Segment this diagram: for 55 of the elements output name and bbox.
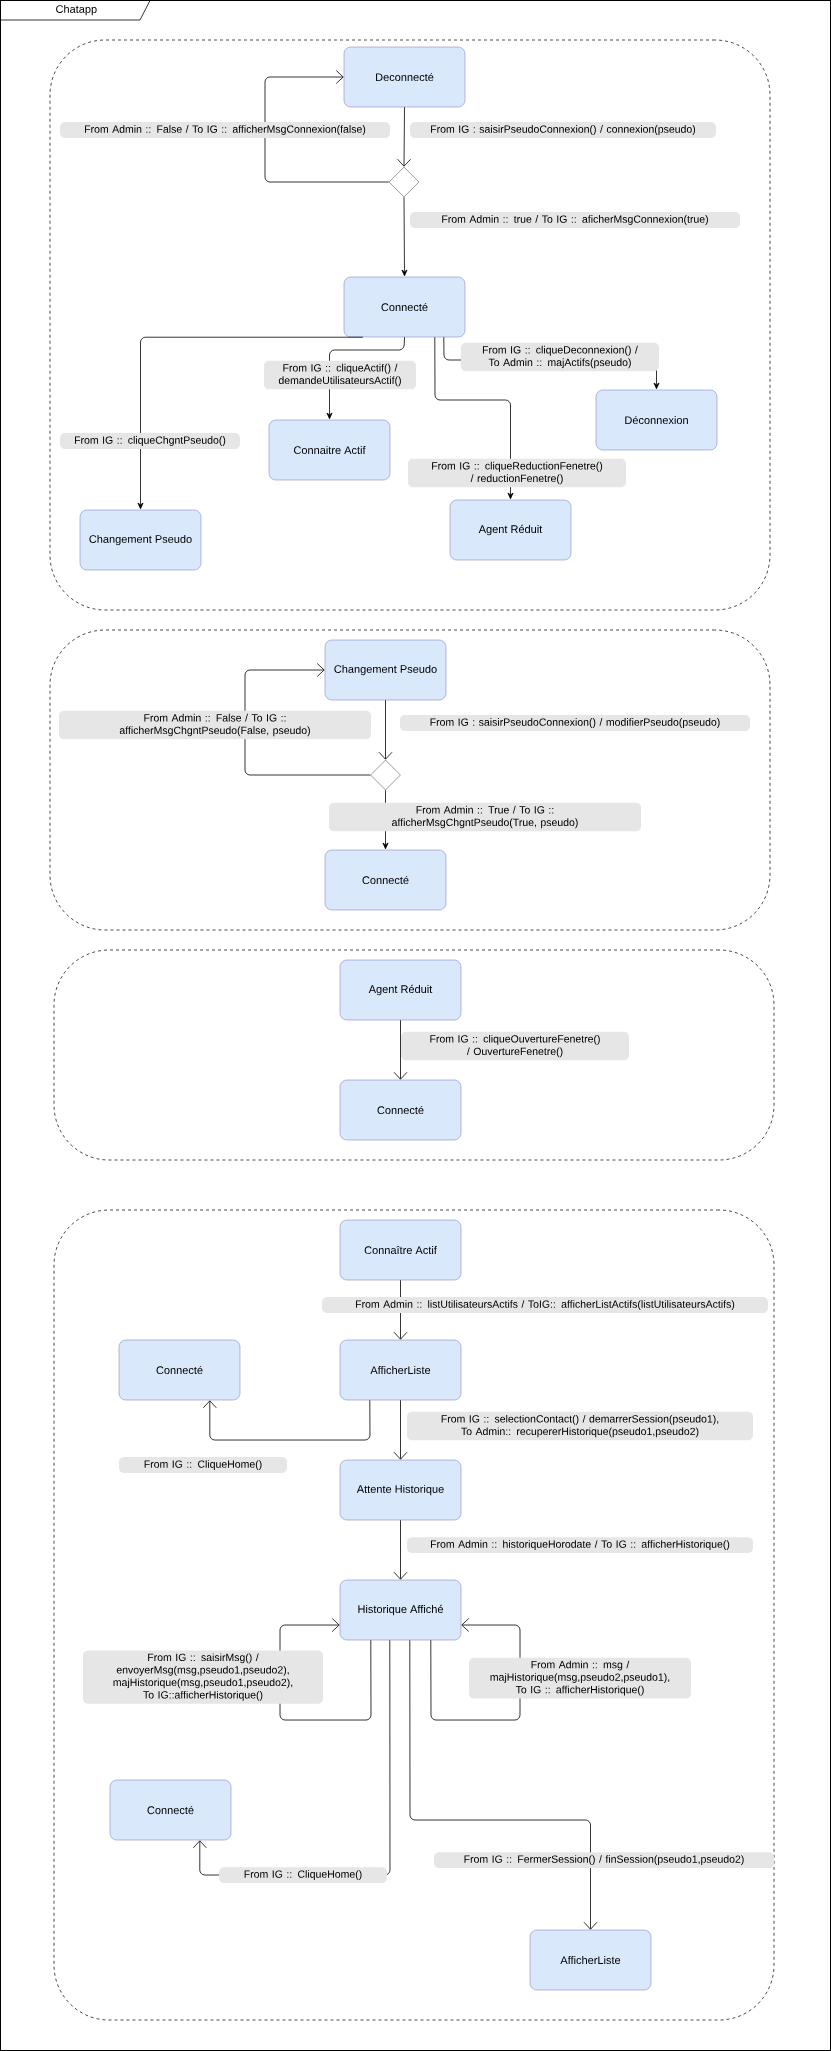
state-box: Agent Réduit	[449, 499, 572, 561]
transition-arrow	[378, 699, 393, 760]
edge-label: From Admin :: msg / majHistorique(msg,pseudo2,pseudo1), To IG :: afficherHistorique()	[469, 1657, 691, 1699]
state-box: Changement Pseudo	[79, 509, 202, 571]
edge-label: From IG :: FermerSession() / finSession(pseudo1,pseudo2)	[434, 1852, 774, 1868]
transition-arrow	[393, 1519, 408, 1580]
decision-diamond	[370, 759, 401, 791]
edge-label: From Admin :: True / To IG :: afficherMsgChgntPseudo(True, pseudo)	[329, 802, 641, 832]
edge-label: From IG :: cliqueReductionFenetre() / reductionFenetre()	[408, 458, 626, 488]
state-box: Connecté	[339, 1079, 462, 1141]
state-box: Connecté	[118, 1339, 241, 1401]
state-box: Connecté	[324, 849, 447, 911]
edge-label: From IG :: cliqueDeconnexion() / To Admin :: majActifs(pseudo)	[461, 342, 659, 372]
state-box: Attente Historique	[339, 1459, 462, 1521]
composite-state-region	[49, 39, 771, 611]
edge-label: From IG :: CliqueHome()	[119, 1457, 287, 1473]
frame-tab: Chatapp	[0, 0, 151, 21]
transition-arrow	[393, 1019, 408, 1080]
transition-arrow	[409, 1639, 598, 1930]
edge-label: From IG :: selectionContact() / demarrerSession(pseudo1), To Admin:: recupererHistorique(pseudo1,pseudo2)	[407, 1411, 753, 1441]
state-box: Connaître Actif	[339, 1219, 462, 1281]
transition-arrow	[434, 336, 514, 500]
edge-label: From IG : saisirPseudoConnexion() / connexion(pseudo)	[410, 122, 716, 138]
transition-arrow	[397, 106, 411, 167]
edge-label: From IG :: cliqueOuvertureFenetre() / OuvertureFenetre()	[401, 1031, 629, 1061]
state-box: Connaitre Actif	[268, 419, 391, 481]
composite-state-region	[53, 949, 775, 1161]
edge-label: From Admin :: False / To IG :: afficherMsgChgntPseudo(False, pseudo)	[59, 710, 371, 740]
edge-label: From IG :: CliqueHome()	[219, 1867, 387, 1883]
composite-state-region	[53, 1209, 775, 2021]
transition-arrow	[393, 1399, 408, 1460]
transition-arrow	[264, 70, 390, 183]
state-box: AfficherListe	[339, 1339, 462, 1401]
edge-label: From Admin :: historiqueHorodate / To IG :: afficherHistorique()	[407, 1537, 753, 1553]
transition-arrow	[401, 196, 408, 277]
edge-label: From IG : saisirPseudoConnexion() / modifierPseudo(pseudo)	[400, 715, 750, 731]
edge-label: From Admin :: true / To IG :: aficherMsgConnexion(true)	[410, 212, 740, 228]
transition-arrow	[202, 1399, 371, 1441]
edge-label: From Admin :: False / To IG :: afficherMsgConnexion(false)	[60, 122, 390, 138]
decision-diamond	[388, 166, 420, 198]
state-box: Connecté	[343, 276, 466, 338]
state-box: Déconnexion	[595, 389, 718, 451]
state-box: Historique Affiché	[339, 1579, 462, 1641]
transition-arrow	[137, 336, 364, 510]
state-box: Changement Pseudo	[324, 639, 447, 701]
edge-label: From IG :: cliqueActif() / demandeUtilisateursActif()	[264, 360, 416, 390]
edge-label: From IG :: saisirMsg() / envoyerMsg(msg,pseudo1,pseudo2), majHistorique(msg,pseudo1,pseudo2), To IG::afficherHistorique()	[83, 1650, 323, 1704]
state-box: Agent Réduit	[339, 959, 462, 1021]
edge-label: From Admin :: listUtilisateursActifs / ToIG:: afficherListActifs(listUtilisateursActifs)	[322, 1297, 768, 1313]
transition-arrow	[244, 663, 371, 776]
state-box: Deconnecté	[343, 46, 466, 108]
composite-state-region	[49, 629, 771, 931]
edge-label: From IG :: cliqueChgntPseudo()	[60, 433, 240, 449]
state-box: AfficherListe	[529, 1929, 652, 1991]
state-box: Connecté	[109, 1779, 232, 1841]
